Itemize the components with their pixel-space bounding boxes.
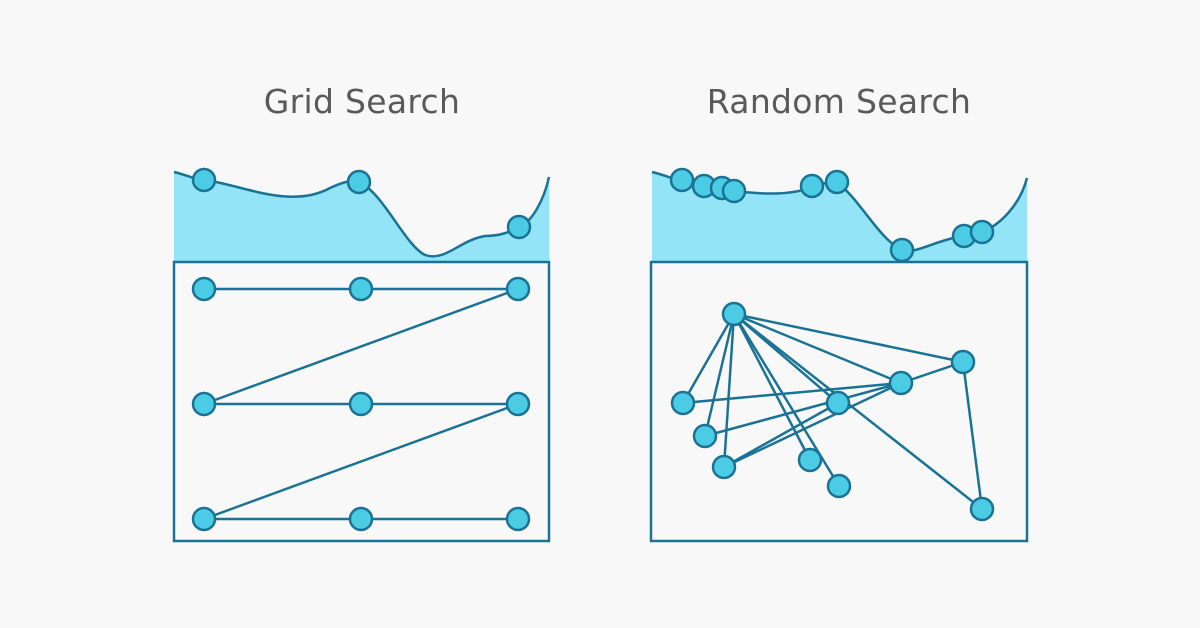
grid-sample-node bbox=[348, 276, 374, 302]
grid-sample-node bbox=[348, 391, 374, 417]
grid-sample-node bbox=[348, 506, 374, 532]
random-sample-node bbox=[670, 390, 696, 416]
grid-parameter-box bbox=[172, 260, 551, 543]
grid-sample-node bbox=[191, 506, 217, 532]
random-curve-node bbox=[824, 169, 850, 195]
random-sample-node bbox=[721, 301, 747, 327]
random-search-title: Random Search bbox=[706, 82, 972, 121]
random-sample-node bbox=[950, 349, 976, 375]
random-curve-node bbox=[969, 219, 995, 245]
random-sample-node bbox=[826, 473, 852, 499]
random-sample-node bbox=[797, 447, 823, 473]
grid-sample-node bbox=[191, 391, 217, 417]
grid-curve-node bbox=[191, 167, 217, 193]
random-sample-node bbox=[711, 454, 737, 480]
grid-sample-node bbox=[505, 276, 531, 302]
random-sample-node bbox=[825, 390, 851, 416]
random-parameter-box bbox=[649, 260, 1029, 543]
random-sample-node bbox=[692, 423, 718, 449]
grid-sample-node bbox=[191, 276, 217, 302]
random-objective-area bbox=[652, 172, 1027, 262]
random-curve-node bbox=[669, 167, 695, 193]
grid-search-title: Grid Search bbox=[263, 82, 461, 121]
grid-curve-node bbox=[506, 214, 532, 240]
grid-sample-node bbox=[505, 506, 531, 532]
random-search-panel bbox=[649, 167, 1029, 543]
grid-curve-node bbox=[346, 169, 372, 195]
random-curve-node bbox=[721, 178, 747, 204]
random-curve-node bbox=[889, 237, 915, 263]
random-sample-node bbox=[888, 370, 914, 396]
grid-sample-node bbox=[505, 391, 531, 417]
random-curve-node bbox=[799, 173, 825, 199]
random-sample-node bbox=[969, 496, 995, 522]
grid-search-panel bbox=[172, 167, 551, 543]
